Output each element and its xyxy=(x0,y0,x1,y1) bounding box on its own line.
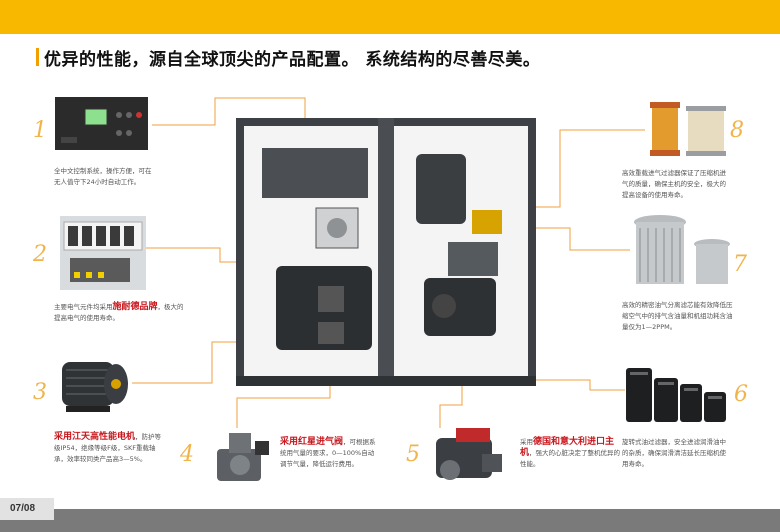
compressor-unit-image xyxy=(236,118,536,386)
item-number-6: 6 xyxy=(734,382,748,407)
item-number-7: 7 xyxy=(733,252,747,277)
item-number-2: 2 xyxy=(33,242,47,267)
caption-oil-separator: 高效的精密油气分离滤芯能有效降低压缩空气中的排气含油量和机组功耗含油量仅为1—2… xyxy=(622,301,733,331)
electrical-components-image xyxy=(60,216,146,290)
heading-marker xyxy=(36,48,39,66)
caption-controller: 全中文控制系统，操作方便，可在无人值守下24小时自动工作。 xyxy=(54,167,152,186)
oil-filters-image xyxy=(626,368,726,422)
page-number: 07/08 xyxy=(0,498,54,520)
caption-airend: 采用德国和意大利进口主机，强大的心脏决定了整机优异的性能。 xyxy=(520,437,621,468)
caption-electrical: 主要电气元件均采用施耐德品牌，极大的提高电气的使用寿命。 xyxy=(54,302,184,322)
controller-panel-image xyxy=(55,97,148,150)
top-accent-bar xyxy=(0,0,780,34)
intake-valve-image xyxy=(217,433,269,481)
caption-motor: 采用江天高性能电机，防护等级IP54，绝缘等级F级，SKF重载轴承，效率较同类产… xyxy=(54,432,162,463)
item-number-4: 4 xyxy=(180,442,194,467)
bottom-bar xyxy=(0,509,780,532)
air-filter-image xyxy=(650,102,726,156)
item-number-3: 3 xyxy=(33,380,47,405)
item-number-1: 1 xyxy=(33,118,47,143)
item-number-8: 8 xyxy=(730,118,744,143)
motor-image xyxy=(62,362,128,412)
caption-oil-filter: 旋转式油过滤器，安全进滤润滑油中的杂质，确保润滑清洁延长压缩机使用寿命。 xyxy=(622,438,726,468)
airend-image xyxy=(436,428,502,480)
oil-separator-image xyxy=(634,215,730,284)
caption-intake-valve: 采用红星进气阀，可根据系统用气量的要求，0—100%自动调节气量，降低运行费用。 xyxy=(280,437,376,468)
leader-1 xyxy=(152,97,306,127)
page-heading: 优异的性能，源自全球顶尖的产品配置。 系统结构的尽善尽美。 xyxy=(44,50,541,70)
caption-air-filter: 高效重载进气过滤器保证了压缩机进气的质量，确保主机的安全，极大的提高设备的使用寿… xyxy=(622,169,726,199)
item-number-5: 5 xyxy=(406,442,420,467)
